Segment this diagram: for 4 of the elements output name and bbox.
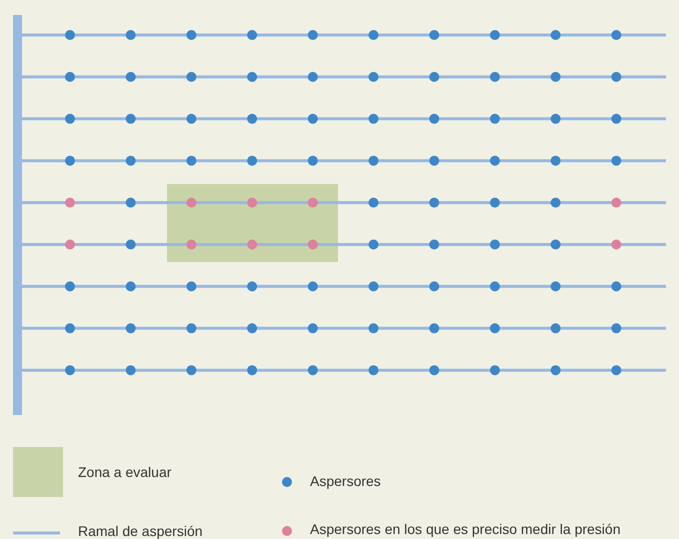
legend-label: Zona a evaluar <box>78 464 172 480</box>
legend-label: Aspersores en los que es preciso medir la presión <box>310 521 620 537</box>
legend-label: Ramal de aspersión <box>78 523 203 539</box>
legend-label: Aspersores <box>310 473 381 489</box>
